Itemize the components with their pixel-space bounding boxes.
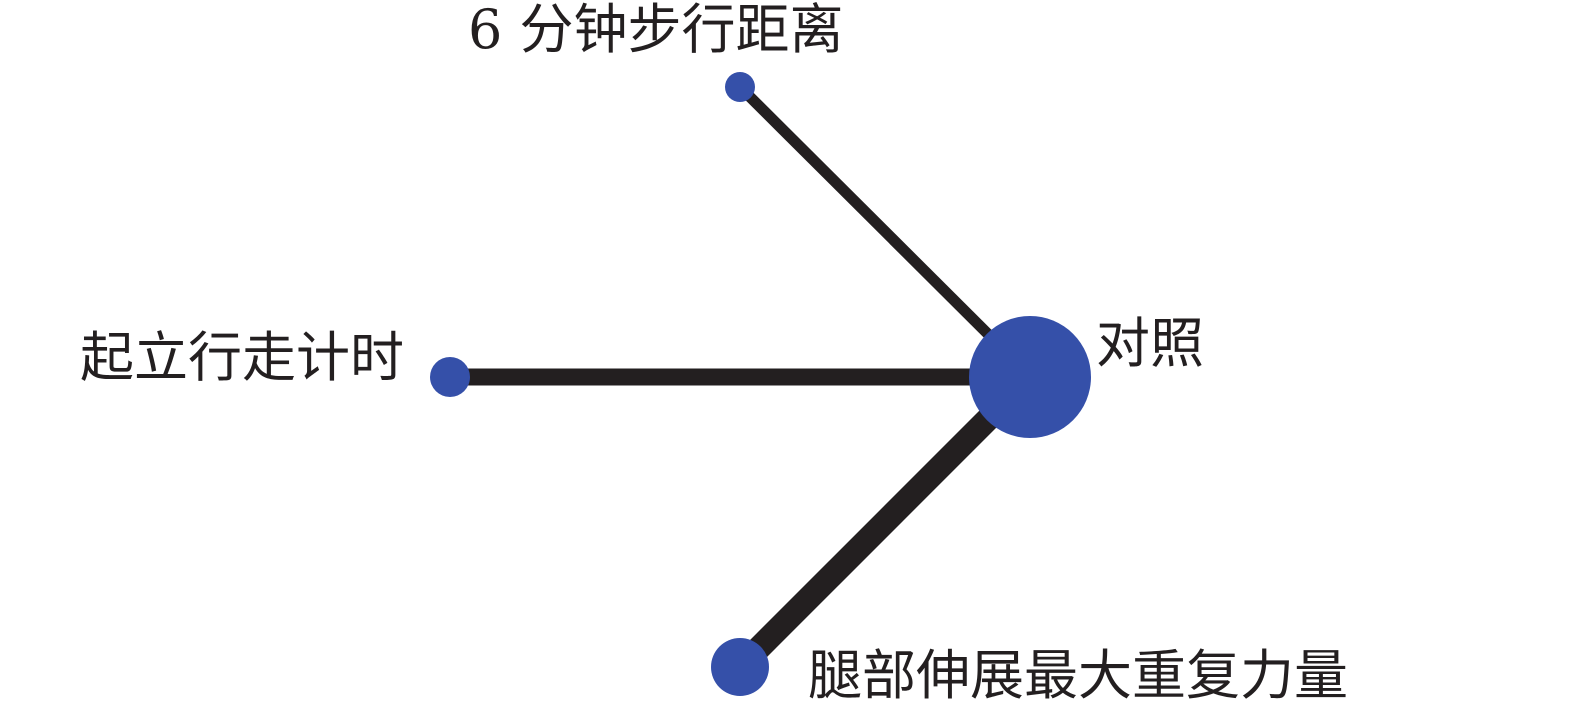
- label-timed-up-and-go: 起立行走计时: [80, 326, 404, 389]
- edge-six-minute-walk-control: [736, 83, 1004, 350]
- node-control: [969, 316, 1091, 438]
- label-six-minute-walk: 6 分钟步行距离: [468, 0, 844, 61]
- node-timed-up-and-go: [430, 357, 470, 397]
- edge-leg-extension-control: [731, 393, 1014, 676]
- node-leg-extension: [711, 638, 769, 696]
- label-leg-extension: 腿部伸展最大重复力量: [808, 644, 1348, 707]
- label-control: 对照: [1096, 312, 1204, 375]
- node-six-minute-walk: [725, 72, 755, 102]
